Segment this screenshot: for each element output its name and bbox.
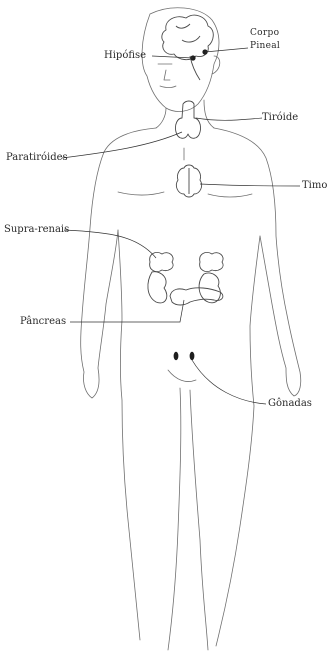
label-pancreas: Pâncreas	[20, 316, 66, 327]
left-arm-outline	[81, 128, 156, 398]
thyroid-gland	[175, 101, 200, 138]
leader-hipofise	[152, 56, 193, 58]
left-kidney	[148, 272, 167, 303]
label-tiroide: Tiróide	[262, 112, 298, 123]
neck-outline	[156, 100, 214, 128]
label-gonadas: Gônadas	[268, 398, 312, 409]
leader-supra-renais	[64, 230, 156, 258]
label-paratiroides: Paratiróides	[6, 152, 68, 163]
thymus-gland	[176, 165, 201, 197]
leader-timo	[200, 184, 300, 186]
leader-tiroide	[196, 118, 262, 120]
right-gonad	[190, 352, 195, 360]
label-supra-renais: Supra-renais	[4, 224, 69, 235]
label-pineal: Pineal	[250, 41, 280, 52]
face-detail	[158, 64, 176, 88]
chest-detail	[118, 148, 252, 197]
leader-corpo-pineal	[205, 48, 248, 52]
label-corpo: Corpo	[250, 28, 279, 39]
torso-outline	[118, 230, 260, 646]
label-hipofise: Hipófise	[104, 50, 146, 61]
right-adrenal-gland	[200, 252, 223, 271]
label-timo: Timo	[302, 180, 327, 191]
leader-pancreas	[70, 300, 184, 322]
left-gonad	[174, 352, 179, 360]
hip-detail	[168, 370, 196, 382]
inner-leg-outline	[168, 388, 208, 650]
right-arm-outline	[214, 128, 301, 396]
leader-gonadas	[192, 360, 266, 404]
